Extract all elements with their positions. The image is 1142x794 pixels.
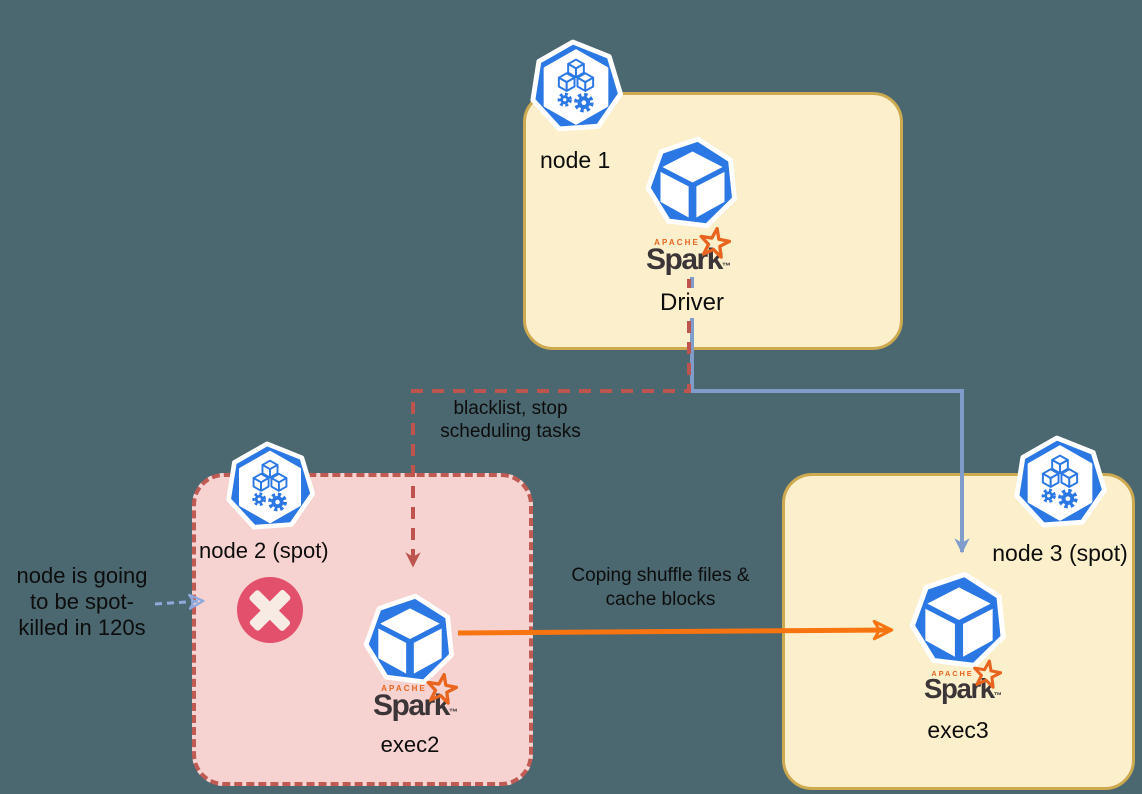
- spark-tm-text: ™: [721, 261, 731, 271]
- spot-kill-note-line1: node is going: [16, 563, 148, 588]
- node3-label: node 3 (spot): [992, 540, 1128, 566]
- error-x-icon: [237, 577, 303, 643]
- pod-icon: [908, 570, 1010, 672]
- exec2-label: exec2: [380, 732, 440, 757]
- kubernetes-node-icon: [1011, 434, 1109, 532]
- spark-apache-text: APACHE: [654, 238, 700, 247]
- copy-shuffle-edge-label-line1: Coping shuffle files &: [571, 565, 750, 586]
- blacklist-edge-label-line2: scheduling tasks: [440, 421, 581, 442]
- spot-kill-note: node is going to be spot- killed in 120s: [0, 563, 164, 641]
- spark-star-icon: [971, 659, 1003, 690]
- exec3-label: exec3: [927, 717, 989, 743]
- spark-logo: APACHE Spark™: [645, 227, 731, 279]
- spot-kill-note-line2: to be spot-: [30, 589, 134, 614]
- spark-tm-text: ™: [448, 707, 458, 717]
- kubernetes-node-icon: [527, 38, 625, 136]
- spark-apache-text: APACHE: [931, 669, 974, 678]
- kubernetes-node-icon: [223, 440, 317, 534]
- spark-tm-text: ™: [993, 690, 1003, 700]
- spot-kill-note-line3: killed in 120s: [18, 615, 146, 640]
- spark-star-icon: [698, 227, 731, 260]
- node1-label: node 1: [540, 147, 611, 173]
- copy-shuffle-edge-label-line2: cache blocks: [605, 589, 716, 610]
- pod-icon: [644, 135, 741, 232]
- copy-shuffle-edge-label: Coping shuffle files & cache blocks: [543, 564, 778, 612]
- spark-logo: APACHE Spark™: [372, 673, 458, 725]
- blacklist-edge-label: blacklist, stop scheduling tasks: [408, 397, 613, 443]
- edge-exec2-to-exec3-copy: [457, 619, 894, 641]
- driver-label: Driver: [642, 288, 742, 318]
- spark-apache-text: APACHE: [381, 684, 427, 693]
- node2-label: node 2 (spot): [199, 538, 329, 563]
- edge-note-to-node2: [154, 593, 205, 610]
- spark-logo: APACHE Spark™: [923, 659, 1003, 708]
- spark-star-icon: [425, 673, 458, 706]
- edge-driver-to-exec3: [690, 277, 970, 554]
- blacklist-edge-label-line1: blacklist, stop: [453, 398, 568, 419]
